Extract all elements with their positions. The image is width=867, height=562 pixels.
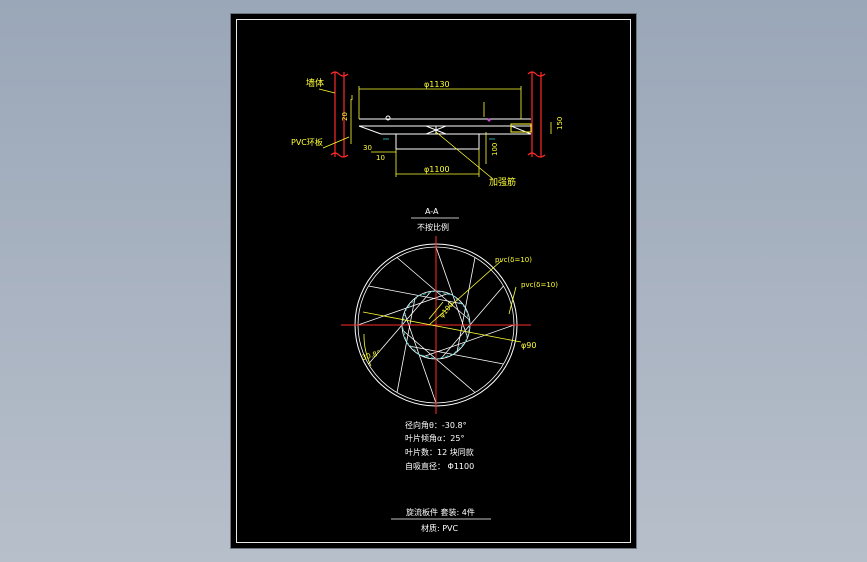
blade-line <box>440 285 504 359</box>
plan-leaders <box>362 260 522 367</box>
blade-line <box>402 329 476 393</box>
scale-note: 不按比例 <box>417 222 449 232</box>
ring-outline <box>358 115 532 150</box>
dim-150: 150 <box>556 117 564 130</box>
pvc-board-rect <box>510 123 532 133</box>
section-point <box>487 118 491 122</box>
dim-10: 10 <box>376 154 385 162</box>
note-line-4: 自吸直径： Φ1100 <box>405 461 474 471</box>
label-pvc-board: PVC环板 <box>291 137 323 147</box>
dim-outer: φ90 <box>521 341 536 350</box>
dim-100: 100 <box>491 143 499 156</box>
title-name: 旋流板件 套装: 4件 <box>406 507 475 517</box>
blade-line <box>409 345 504 365</box>
blade-line <box>456 257 476 352</box>
plan-view: pvc(δ=10) pvc(δ=10) φ100 φ90 30.8° <box>341 236 558 414</box>
title-block: 旋流板件 套装: 4件 材质: PVC <box>391 507 491 533</box>
title-material: 材质: PVC <box>421 523 459 533</box>
dim-30: 30 <box>363 144 372 152</box>
blade-line <box>435 246 468 338</box>
drawing-sheet: 墙体 PVC环板 加强筋 φ1130 φ1100 20 10 30 100 15… <box>230 13 637 549</box>
right-wall <box>527 71 546 158</box>
angle-label: 30.8° <box>361 349 382 362</box>
label-pvc-right: pvc(δ=10) <box>521 281 558 289</box>
drawing-frame <box>236 19 631 543</box>
blade-line <box>423 324 515 357</box>
cad-drawing: 墙体 PVC环板 加强筋 φ1130 φ1100 20 10 30 100 15… <box>291 71 564 533</box>
section-view: 墙体 PVC环板 加强筋 φ1130 φ1100 20 10 30 100 15… <box>291 71 564 188</box>
notes: 径向角θ：-30.8° 叶片倾角α：25° 叶片数：12 块同款 自吸直径： Φ… <box>405 420 474 471</box>
section-dimensions <box>318 86 552 180</box>
note-line-2: 叶片倾角α：25° <box>405 433 464 443</box>
dim-20: 20 <box>341 112 349 121</box>
section-mark: A-A <box>425 207 439 216</box>
label-wall: 墙体 <box>306 77 324 89</box>
label-pvc-top: pvc(δ=10) <box>495 256 532 264</box>
plan-label: A-A 不按比例 <box>411 207 459 232</box>
dim-top-diameter: φ1130 <box>424 80 450 89</box>
note-line-3: 叶片数：12 块同款 <box>405 447 474 457</box>
dim-bottom-diameter: φ1100 <box>424 165 450 174</box>
note-line-1: 径向角θ：-30.8° <box>405 420 467 430</box>
label-rib: 加强筋 <box>489 176 516 188</box>
blade-line <box>396 298 416 393</box>
center-lines <box>341 236 531 414</box>
blade-line <box>396 257 470 321</box>
